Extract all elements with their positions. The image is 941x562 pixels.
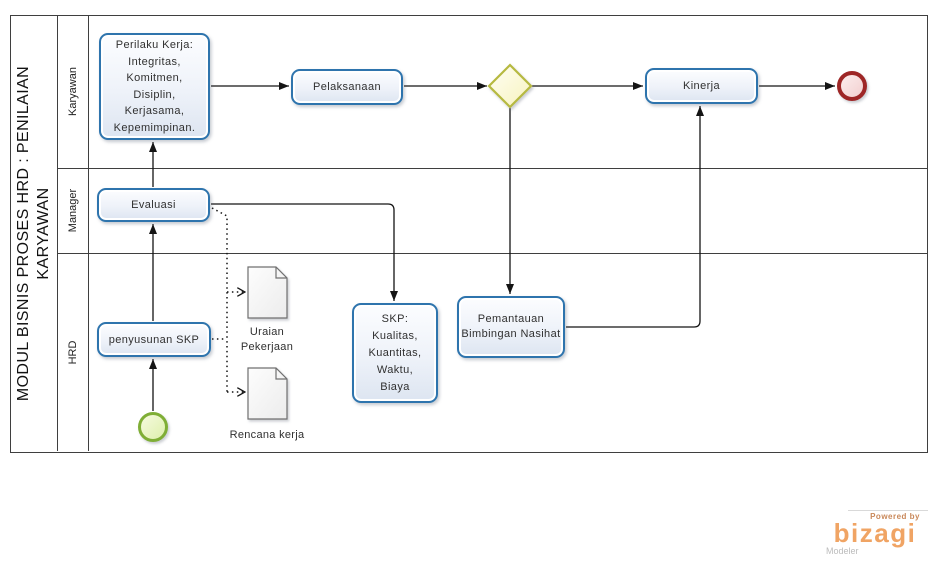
- powered-by-text: Powered by: [870, 512, 920, 521]
- pool-title-divider: [57, 15, 58, 451]
- task-pelaksanaan[interactable]: Pelaksanaan: [291, 69, 403, 105]
- bizagi-branding: Powered by bizagi Modeler: [820, 510, 930, 556]
- flow-evaluasi-to-skp[interactable]: [211, 203, 398, 301]
- lane-divider-manager-hrd: [57, 253, 927, 254]
- bizagi-logo: bizagi: [833, 518, 917, 548]
- branding-divider: [848, 510, 928, 511]
- lane-divider-karyawan-manager: [57, 168, 927, 169]
- task-pemantauan[interactable]: Pemantauan Bimbingan Nasihat: [457, 296, 565, 358]
- task-evaluasi[interactable]: Evaluasi: [97, 188, 210, 222]
- task-kinerja[interactable]: Kinerja: [645, 68, 758, 104]
- pool-border: [10, 15, 928, 453]
- task-skp[interactable]: SKP: Kualitas, Kuantitas, Waktu, Biaya: [352, 303, 438, 403]
- data-object-uraian[interactable]: [247, 266, 288, 319]
- association-evaluasi-docs[interactable]: [211, 207, 228, 392]
- task-penyusunan-skp[interactable]: penyusunan SKP: [97, 322, 211, 357]
- lane-label-divider: [88, 15, 89, 451]
- data-object-label-uraian: Uraian Pekerjaan: [240, 326, 294, 353]
- bizagi-modeler-text: Modeler: [826, 546, 859, 556]
- flow-pemantauan-to-kinerja[interactable]: [566, 106, 704, 328]
- task-perilaku-kerja[interactable]: Perilaku Kerja: Integritas, Komitmen, Di…: [99, 33, 210, 140]
- data-object-label-rencana: Rencana kerja: [229, 429, 305, 441]
- end-event[interactable]: [837, 71, 867, 101]
- start-event[interactable]: [138, 412, 168, 442]
- data-object-rencana[interactable]: [247, 367, 288, 420]
- gateway-diamond[interactable]: [487, 63, 533, 109]
